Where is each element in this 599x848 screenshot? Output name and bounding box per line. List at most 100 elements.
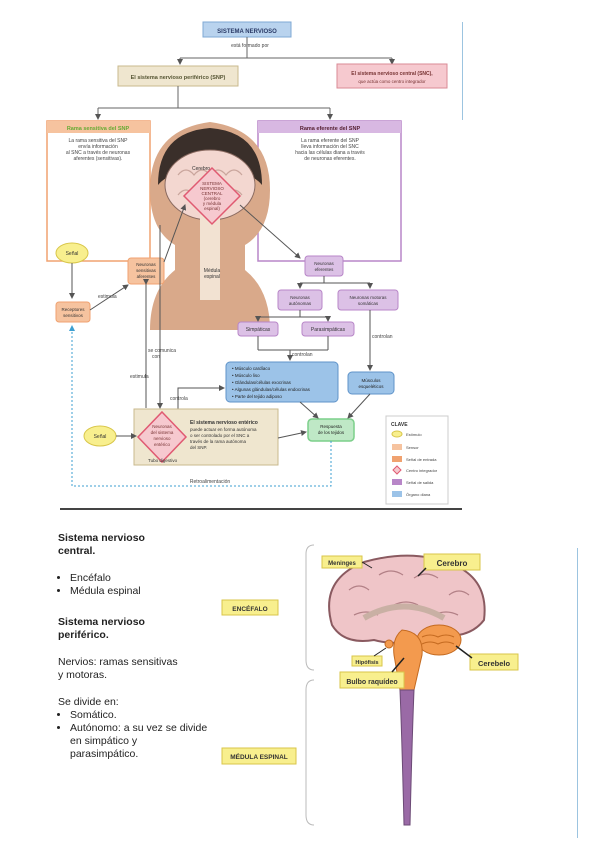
snp-list: Somático. Autónomo: a su vez se divide e… <box>58 709 208 761</box>
neuronas-sensitivas-l2: sensitivas <box>136 268 157 273</box>
svg-text:Centro integrador: Centro integrador <box>406 468 438 473</box>
respuesta-l2: de los tejidos <box>318 430 345 435</box>
hypophysis-shape <box>384 639 394 649</box>
tejido-3: • Glándulas/células exocrinas <box>232 380 292 385</box>
tejido-1: • Músculo cardíaco <box>232 366 271 371</box>
svg-text:Señal de entrada: Señal de entrada <box>406 457 437 462</box>
senal-label-bottom: Señal <box>94 434 107 440</box>
rama-eferente-header <box>258 121 401 133</box>
retroalimentacion-loop <box>69 325 332 487</box>
svg-text:envía información: envía información <box>78 144 118 150</box>
neuronas-autonomas-box <box>277 289 323 311</box>
retroalimentacion-label: Retroalimentación <box>190 479 231 485</box>
list-item: Encéfalo <box>70 572 208 585</box>
controlan-right-label: controlan <box>372 334 393 340</box>
tejido-5: • Parte del tejido adiposo <box>232 394 282 399</box>
meninges-label: Meninges <box>328 561 356 567</box>
neuronas-motoras-l2: somáticas <box>358 301 379 306</box>
neuronas-eferentes-l1: Neuronas <box>314 261 334 266</box>
esta-formado-por-label: está formado por <box>231 43 269 49</box>
svg-text:aferentes (sensitivas).: aferentes (sensitivas). <box>74 156 123 162</box>
svg-text:Órgano diana: Órgano diana <box>406 492 431 497</box>
svg-text:(cerebro: (cerebro <box>204 196 221 201</box>
snp-label: El sistema nervioso periférico (SNP) <box>131 75 226 81</box>
cerebro-head-label: Cerebro <box>192 166 210 172</box>
hipofisis-label: Hipófisis <box>355 660 378 666</box>
cerebro-label: Cerebro <box>437 559 468 568</box>
svg-text:NERVIOSO: NERVIOSO <box>200 186 224 191</box>
list-item: Somático. <box>70 709 208 722</box>
svg-text:espinal): espinal) <box>204 206 220 211</box>
right-edge-line <box>462 22 463 120</box>
neuronas-sensitivas-l1: Neuronas <box>136 262 156 267</box>
enterico-d2: del sistema <box>151 430 174 435</box>
neuronas-eferentes-l2: eferentes <box>315 267 335 272</box>
rama-sensitiva-title: Rama sensitiva del SNP <box>67 126 130 132</box>
cerebelo-label-box <box>469 653 519 671</box>
corpus-callosum <box>362 603 446 621</box>
musculos-l2: esqueléticos <box>358 384 384 389</box>
receptores-sensitivos-box <box>55 301 91 323</box>
enterico-desc-1: puede actuar en forma autónoma <box>190 427 257 432</box>
snc-label-2: que actúa como centro integrador <box>358 79 426 84</box>
receptores-label-1: Receptores <box>61 307 85 312</box>
snc-list: Encéfalo Médula espinal <box>58 572 208 598</box>
snc-label-1: El sistema nervioso central (SNC), <box>351 71 433 77</box>
medula-espinal-label-box <box>221 747 297 765</box>
neuronas-eferentes-box <box>304 255 344 277</box>
simpaticas-label: Simpáticas <box>246 327 271 333</box>
rama-sensitiva-header <box>47 121 150 133</box>
tubo-digestivo-label: Tubo digestivo <box>148 458 178 463</box>
se-comunica-l1: se comunica <box>148 348 176 354</box>
snc-box <box>336 63 448 89</box>
snc-diamond-text: SISTEMA NERVIOSO CENTRAL (cerebro y médu… <box>200 181 224 211</box>
medula-espinal-label: MÉDULA ESPINAL <box>230 752 288 761</box>
svg-text:Señal de salida: Señal de salida <box>406 480 434 485</box>
bulbo-raquideo-label: Bulbo raquídeo <box>346 679 397 686</box>
encefalo-label-box <box>221 599 279 616</box>
controlan-label: controlan <box>292 352 313 358</box>
rama-eferente-desc: La rama eferente del SNP lleva informaci… <box>295 138 365 162</box>
rama-eferente-title: Rama eferente del SNP <box>300 126 361 132</box>
svg-text:de neuronas eferentes.: de neuronas eferentes. <box>304 156 355 162</box>
musculos-l1: Músculos <box>361 378 381 383</box>
musculos-esqueleticos-box <box>347 371 395 395</box>
clave-legend: CLAVE Estímulo Sensor Señal de entrada C… <box>385 415 449 505</box>
neuronas-motoras-l1: Neuronas motoras <box>349 295 387 300</box>
estimula2-label: estimula <box>130 374 149 380</box>
neuronas-autonomas-l2: autónomas <box>289 301 312 306</box>
receptores-label-2: sensitivos <box>63 313 84 318</box>
tejido-4: • Algunas glándulas/células endocrinas <box>232 387 311 392</box>
svg-text:Sensor: Sensor <box>406 445 419 450</box>
brain-figure: Meninges Cerebro ENCÉFALO Hipófisis Cere… <box>221 544 519 826</box>
enterico-desc-3: través de la rama autónoma <box>190 439 247 444</box>
svg-text:CENTRAL: CENTRAL <box>201 191 223 196</box>
enterico-desc-2: o ser controlado por el SNC a <box>190 433 250 438</box>
nervous-system-flowchart: SISTEMA NERVIOSO está formado por El sis… <box>46 21 449 505</box>
sistema-nervioso-label: SISTEMA NERVIOSO <box>217 29 277 35</box>
svg-text:La rama sensitiva del SNP: La rama sensitiva del SNP <box>69 138 129 144</box>
svg-text:Estímulo: Estímulo <box>406 432 422 437</box>
se-divide-text: Se divide en: <box>58 696 119 708</box>
neuronas-sensitivas-l3: aferentes <box>137 274 157 279</box>
cerebro-label-box <box>423 553 481 571</box>
neuronas-motoras-box <box>337 289 399 311</box>
svg-text:CLAVE: CLAVE <box>391 422 408 428</box>
encefalo-bracket <box>305 544 315 671</box>
bulbo-label-box <box>339 671 405 689</box>
respuesta-l1: Respuesta <box>320 424 342 429</box>
cerebelo-label: Cerebelo <box>478 659 511 668</box>
spinal-cord-shape <box>399 689 415 826</box>
svg-text:y médula: y médula <box>203 201 222 206</box>
list-item: Médula espinal <box>70 585 208 598</box>
controla-label: controla <box>170 396 188 402</box>
svg-text:al SNC a través de neuronas: al SNC a través de neuronas <box>66 150 131 156</box>
neuronas-autonomas-l1: Neuronas <box>290 295 310 300</box>
svg-text:lleva información del SNC: lleva información del SNC <box>301 144 359 150</box>
svg-text:hacia las células diana a trav: hacia las células diana a través <box>295 150 365 156</box>
medula-espinal-label-2: espinal <box>204 274 220 280</box>
senal-label-top: Señal <box>66 251 79 257</box>
